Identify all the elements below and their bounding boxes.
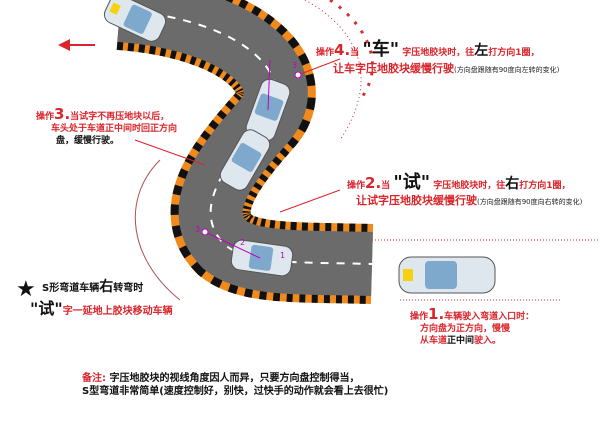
step3-line1: 操作3.当试字不再压地块以后，	[36, 105, 177, 123]
remark-label: 备注:	[82, 373, 106, 384]
step3-text: 操作3.当试字不再压地块以后， 车头处于车道正中间时回正方向 盘，缓慢行驶。	[36, 105, 178, 147]
sight-line	[267, 59, 271, 111]
tip-text2: 字一延地上胶块移动车辆	[62, 306, 173, 317]
tip-direction: 右	[99, 279, 114, 295]
step2-note: (方向盘跟随有90度向右转的变化)	[477, 198, 583, 206]
step2-text1: 字压地胶块时，往	[433, 181, 506, 191]
quote-open: "	[393, 172, 403, 193]
remark-text1: 字压地胶块的视线角度因人而异，只要方向盘控制得当，	[109, 373, 360, 384]
tip-line2: "试"字一延地上胶块移动车辆	[30, 300, 173, 321]
step4-line2: 让车字压地胶块缓慢行驶(方向盘跟随有90度向左转的变化)	[333, 63, 559, 76]
marker-1: 1	[280, 251, 285, 260]
star-icon: ★	[16, 277, 36, 302]
step4-instruction: 让车字压地胶块缓慢行驶	[333, 62, 454, 75]
step1-text3a: 从车道	[420, 336, 448, 346]
pointer-line	[297, 58, 341, 76]
quote-open: "	[362, 39, 372, 60]
step3-number: 3.	[54, 105, 71, 123]
marker-2: 2	[240, 238, 245, 247]
pointer-line	[279, 189, 341, 213]
car-lower	[230, 239, 294, 277]
step1-line2: 方向盘为正方向，慢慢	[420, 324, 511, 334]
marker-3: 3	[195, 225, 200, 234]
step1-number: 1.	[428, 305, 445, 323]
quote-close: "	[389, 39, 400, 60]
car-middle	[219, 129, 271, 191]
step4-when: 当	[350, 48, 360, 58]
step1-line1: 操作1.车辆驶入弯道入口时：	[410, 305, 535, 323]
tip-text1c: 转弯时	[113, 283, 144, 294]
quote-close: "	[420, 172, 431, 193]
marker-dot	[201, 228, 209, 236]
remark-line1: 备注: 字压地胶块的视线角度因人而异，只要方向盘控制得当，	[82, 372, 388, 385]
pointer-line	[134, 139, 206, 166]
marker-dot	[294, 71, 302, 79]
tip-line1: S形弯道车辆右转弯时	[42, 279, 144, 295]
remark: 备注: 字压地胶块的视线角度因人而异，只要方向盘控制得当， S型弯道非常简单(速…	[82, 372, 388, 398]
step4-line1: 操作4.当 "车" 字压地胶块时，往左打方向1圈，	[316, 41, 540, 59]
tyre-marks	[329, 0, 374, 101]
step2-text2: 打方向1圈，	[519, 181, 571, 191]
step1-line3: 从车道正中间驶入。	[420, 335, 534, 347]
step2-instruction: 让试字压地胶块缓慢行驶	[356, 194, 477, 207]
car-top	[103, 0, 167, 42]
step3-prefix: 操作	[36, 112, 55, 122]
step3-text1: 当试字不再压地块以后，	[70, 112, 170, 122]
step4-direction: 左	[474, 43, 489, 59]
step4-text1: 字压地胶块时，往	[402, 48, 475, 58]
step4-note: (方向盘跟随有90度向左转的变化)	[454, 66, 560, 74]
step1-text3b: 正中间	[447, 336, 475, 346]
step1-text3c: 驶入。	[474, 336, 502, 346]
step3-line3: 盘，缓慢行驶。	[56, 136, 120, 146]
step1-text: 操作1.车辆驶入弯道入口时： 方向盘为正方向，慢慢 从车道正中间驶入。	[410, 305, 535, 347]
step2-prefix: 操作	[347, 181, 366, 191]
tip-quote: "试"	[30, 299, 63, 318]
step4-char: 车	[371, 39, 390, 60]
tip-text1a: S形弯道车辆	[42, 283, 100, 294]
car-entry	[398, 256, 496, 294]
step3-line2: 车头处于车道正中间时回正方向	[51, 124, 178, 134]
step4-number: 4.	[334, 41, 351, 59]
sight-line	[204, 231, 261, 259]
marker-3b: 3	[292, 61, 297, 70]
step2-when: 当	[381, 181, 391, 191]
step4-prefix: 操作	[316, 48, 335, 58]
step2-number: 2.	[365, 174, 382, 192]
step1-prefix: 操作	[410, 312, 429, 322]
step2-line1: 操作2.当 "试" 字压地胶块时，往右打方向1圈，	[347, 174, 571, 192]
step2-char: 试	[402, 172, 421, 193]
step2-direction: 右	[505, 176, 520, 192]
step4-text2: 打方向1圈，	[488, 48, 540, 58]
guide-arc-line	[134, 159, 181, 301]
step2-line2: 让试字压地胶块缓慢行驶(方向盘跟随有90度向右转的变化)	[356, 195, 582, 208]
step1-text1: 车辆驶入弯道入口时：	[444, 312, 535, 322]
remark-line2: S型弯道非常简单(速度控制好，别快，过快手的动作就会看上去很忙)	[82, 386, 389, 397]
